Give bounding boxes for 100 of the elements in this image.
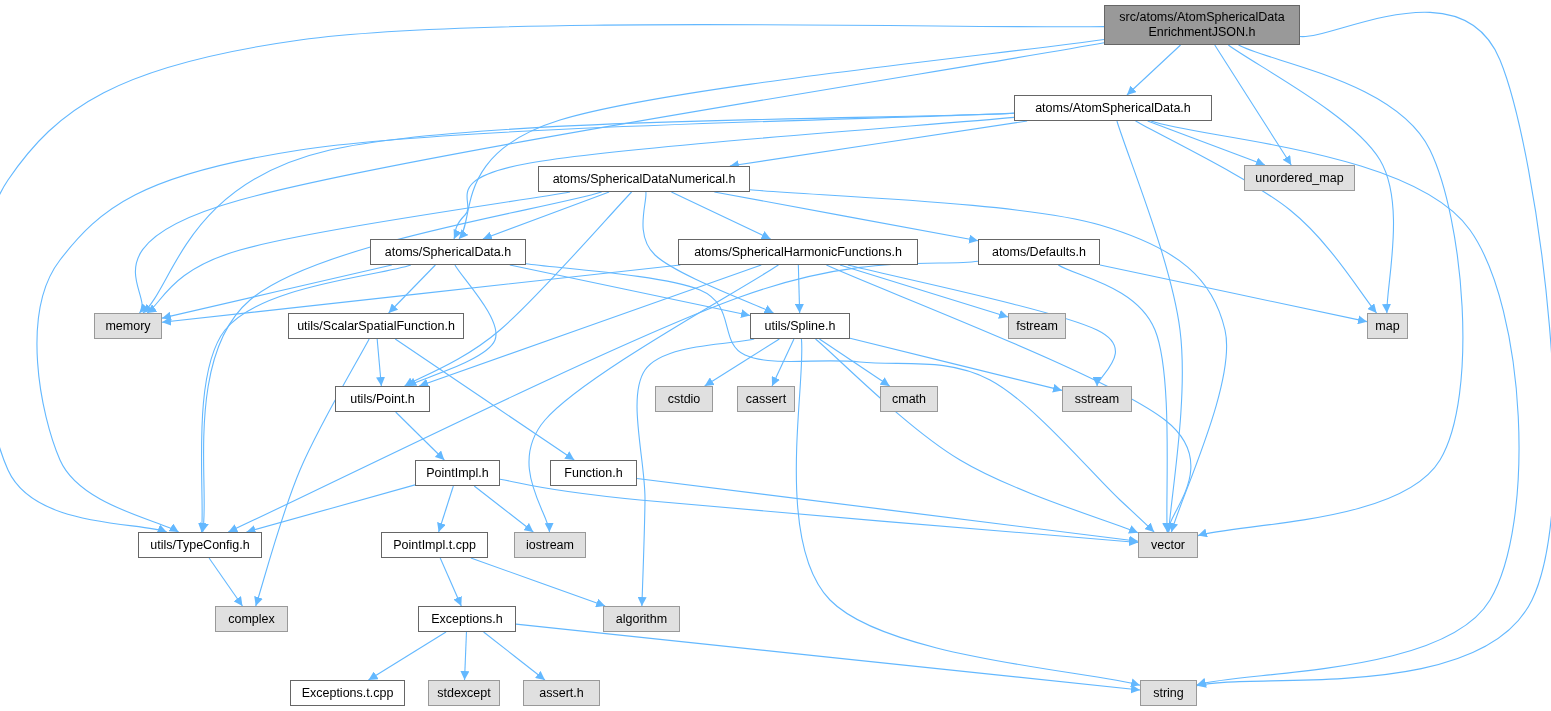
file-name: utils/Spline.h xyxy=(763,318,837,334)
include-arrow xyxy=(825,264,1192,533)
library-box xyxy=(428,680,500,706)
file-name: memory xyxy=(104,318,152,334)
include-arrow xyxy=(1150,120,1520,688)
include-arrow xyxy=(1099,264,1368,325)
library-box xyxy=(737,386,795,412)
include-arrow xyxy=(161,264,393,321)
include-arrow xyxy=(161,264,681,326)
include-arrow xyxy=(0,24,1105,534)
include-arrow xyxy=(642,191,774,314)
main-file-box xyxy=(1104,5,1300,45)
file-name: cassert xyxy=(744,391,788,407)
include-arrow xyxy=(704,338,780,387)
include-arrow xyxy=(499,478,1139,547)
include-arrow xyxy=(473,485,534,533)
library-box xyxy=(215,606,288,632)
include-arrow xyxy=(482,191,610,241)
include-arrow xyxy=(515,623,1141,694)
file-name: atoms/SphericalDataNumerical.h xyxy=(551,171,737,187)
file-name: algorithm xyxy=(614,611,669,627)
file-name: PointImpl.h xyxy=(425,465,490,481)
include-arrow xyxy=(452,116,1015,240)
include-arrow xyxy=(376,338,386,387)
file-name: cmath xyxy=(890,391,927,407)
include-arrow xyxy=(1135,120,1378,314)
file-box xyxy=(418,606,516,632)
library-box xyxy=(1138,532,1198,558)
file-box xyxy=(1014,95,1212,121)
include-arrow xyxy=(227,260,979,533)
include-arrow xyxy=(509,264,751,319)
include-arrow xyxy=(458,38,1105,240)
include-arrow xyxy=(849,337,1063,393)
include-arrow xyxy=(245,484,416,534)
file-box xyxy=(288,313,464,339)
file-name: utils/Point.h xyxy=(349,391,416,407)
file-name: PointImpl.t.cpp xyxy=(392,537,477,553)
include-arrow xyxy=(483,631,546,681)
file-name: complex xyxy=(227,611,276,627)
include-arrow xyxy=(670,191,772,240)
include-arrow xyxy=(388,264,436,314)
include-arrow xyxy=(1126,44,1182,96)
include-arrow xyxy=(528,264,779,533)
file-box xyxy=(335,386,430,412)
file-box xyxy=(370,239,526,265)
file-name: vector xyxy=(1149,537,1186,553)
file-box xyxy=(415,460,500,486)
include-arrow xyxy=(636,338,755,607)
include-arrow xyxy=(818,338,891,387)
file-box xyxy=(138,532,262,558)
file-name: unordered_map xyxy=(1254,170,1345,186)
file-name: string xyxy=(1152,685,1185,701)
include-arrow xyxy=(199,191,603,533)
include-arrow xyxy=(404,191,633,387)
file-name: assert.h xyxy=(538,685,585,701)
include-arrow xyxy=(460,631,470,681)
file-box xyxy=(678,239,918,265)
include-arrow xyxy=(1196,11,1551,689)
file-name: fstream xyxy=(1015,318,1059,334)
include-arrow xyxy=(1147,120,1266,167)
include-arrow xyxy=(839,264,1009,319)
library-box xyxy=(94,313,162,339)
library-box xyxy=(1140,680,1197,706)
include-arrow xyxy=(367,631,447,681)
file-name: utils/ScalarSpatialFunction.h xyxy=(296,318,456,334)
include-arrow xyxy=(208,557,243,607)
library-box xyxy=(655,386,713,412)
file-name: sstream xyxy=(1073,391,1121,407)
file-box xyxy=(290,680,405,706)
library-box xyxy=(603,606,680,632)
include-arrow xyxy=(794,264,804,314)
include-arrow xyxy=(394,338,575,461)
file-name: Function.h xyxy=(563,465,624,481)
file-box xyxy=(978,239,1100,265)
include-arrow xyxy=(814,338,1139,534)
file-name: iostream xyxy=(525,537,575,553)
include-arrow xyxy=(749,189,1228,533)
include-arrow xyxy=(525,263,1155,533)
include-arrow xyxy=(771,338,795,387)
library-box xyxy=(880,386,938,412)
file-name: atoms/SphericalHarmonicFunctions.h xyxy=(693,244,903,260)
library-box xyxy=(514,532,586,558)
file-box xyxy=(750,313,850,339)
file-box xyxy=(381,532,488,558)
include-arrow xyxy=(135,42,1105,314)
include-arrow xyxy=(1227,44,1395,314)
file-name: stdexcept xyxy=(436,685,492,701)
include-arrow xyxy=(418,264,762,388)
file-name: Exceptions.t.cpp xyxy=(300,685,395,701)
include-arrow xyxy=(36,112,1015,533)
include-arrow xyxy=(470,557,606,608)
include-arrow xyxy=(437,485,454,533)
file-name: map xyxy=(1374,318,1401,334)
file-name: Exceptions.h xyxy=(430,611,504,627)
file-name: atoms/Defaults.h xyxy=(991,244,1087,260)
include-arrow xyxy=(197,264,412,533)
library-box xyxy=(1244,165,1355,191)
file-name: atoms/SphericalData.h xyxy=(383,244,513,260)
include-arrow xyxy=(1116,120,1183,533)
file-name: utils/TypeConfig.h xyxy=(149,537,251,553)
